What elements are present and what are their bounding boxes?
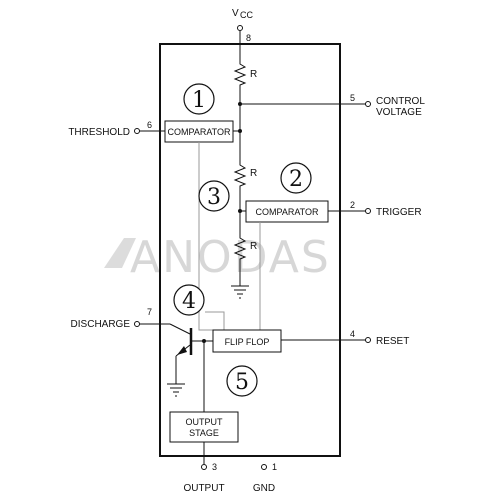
ground-symbol-transistor <box>167 383 185 397</box>
marker-5-number: 5 <box>235 370 249 395</box>
resistor-bottom <box>233 236 247 286</box>
marker-3: 3 <box>198 180 230 212</box>
marker-1-number: 1 <box>192 88 206 113</box>
flip-flop-label: FLIP FLOP <box>225 337 270 347</box>
vcc-label: V <box>232 8 239 19</box>
resistor-middle <box>233 163 247 211</box>
vcc-pin-number: 8 <box>246 33 251 43</box>
comparator-top-label: COMPARATOR <box>167 127 231 137</box>
vcc-pin: V CC 8 <box>232 8 253 62</box>
marker-2: 2 <box>280 162 312 194</box>
control-label-line2: VOLTAGE <box>376 107 422 118</box>
discharge-pin-number: 7 <box>147 307 152 317</box>
reset-label: RESET <box>376 336 409 347</box>
threshold-pin-terminal <box>134 128 140 134</box>
gnd-label: GND <box>253 483 275 494</box>
marker-5: 5 <box>226 365 258 397</box>
control-label-line1: CONTROL <box>376 96 425 107</box>
marker-2-number: 2 <box>289 167 303 192</box>
discharge-transistor <box>139 323 213 384</box>
output-stage-line2: STAGE <box>189 428 219 438</box>
reset-pin-number: 4 <box>350 329 355 339</box>
reset-pin-terminal <box>365 337 371 343</box>
marker-1: 1 <box>183 83 215 115</box>
comparator-bottom-label: COMPARATOR <box>255 207 319 217</box>
watermark-text: ANODAS <box>130 232 331 283</box>
resistor-top-label: R <box>250 69 257 80</box>
vcc-subscript: CC <box>240 10 253 20</box>
resistor-top <box>233 62 247 104</box>
output-pin-number: 3 <box>212 462 217 472</box>
threshold-pin-number: 6 <box>147 120 152 130</box>
ground-symbol-resistors <box>231 285 249 299</box>
trigger-label: TRIGGER <box>376 207 422 218</box>
threshold-label: THRESHOLD <box>68 127 130 138</box>
gnd-pin-terminal <box>261 464 267 470</box>
trigger-pin-number: 2 <box>350 200 355 210</box>
output-pin-terminal <box>201 464 207 470</box>
marker-3-number: 3 <box>207 185 221 210</box>
marker-4-number: 4 <box>182 289 196 314</box>
chip-outline <box>159 43 341 457</box>
output-stage-line1: OUTPUT <box>186 417 224 427</box>
trigger-pin-terminal <box>365 208 371 214</box>
internal-wiring <box>198 142 261 331</box>
resistor-bottom-label: R <box>250 241 257 252</box>
gnd-pin-number: 1 <box>272 462 277 472</box>
watermark: ANODAS <box>104 232 331 283</box>
output-label: OUTPUT <box>183 483 224 494</box>
control-pin-terminal <box>365 101 371 107</box>
discharge-label: DISCHARGE <box>71 319 131 330</box>
marker-4: 4 <box>173 284 205 316</box>
resistor-middle-label: R <box>250 168 257 179</box>
discharge-pin-terminal <box>134 321 140 327</box>
control-pin-number: 5 <box>350 93 355 103</box>
